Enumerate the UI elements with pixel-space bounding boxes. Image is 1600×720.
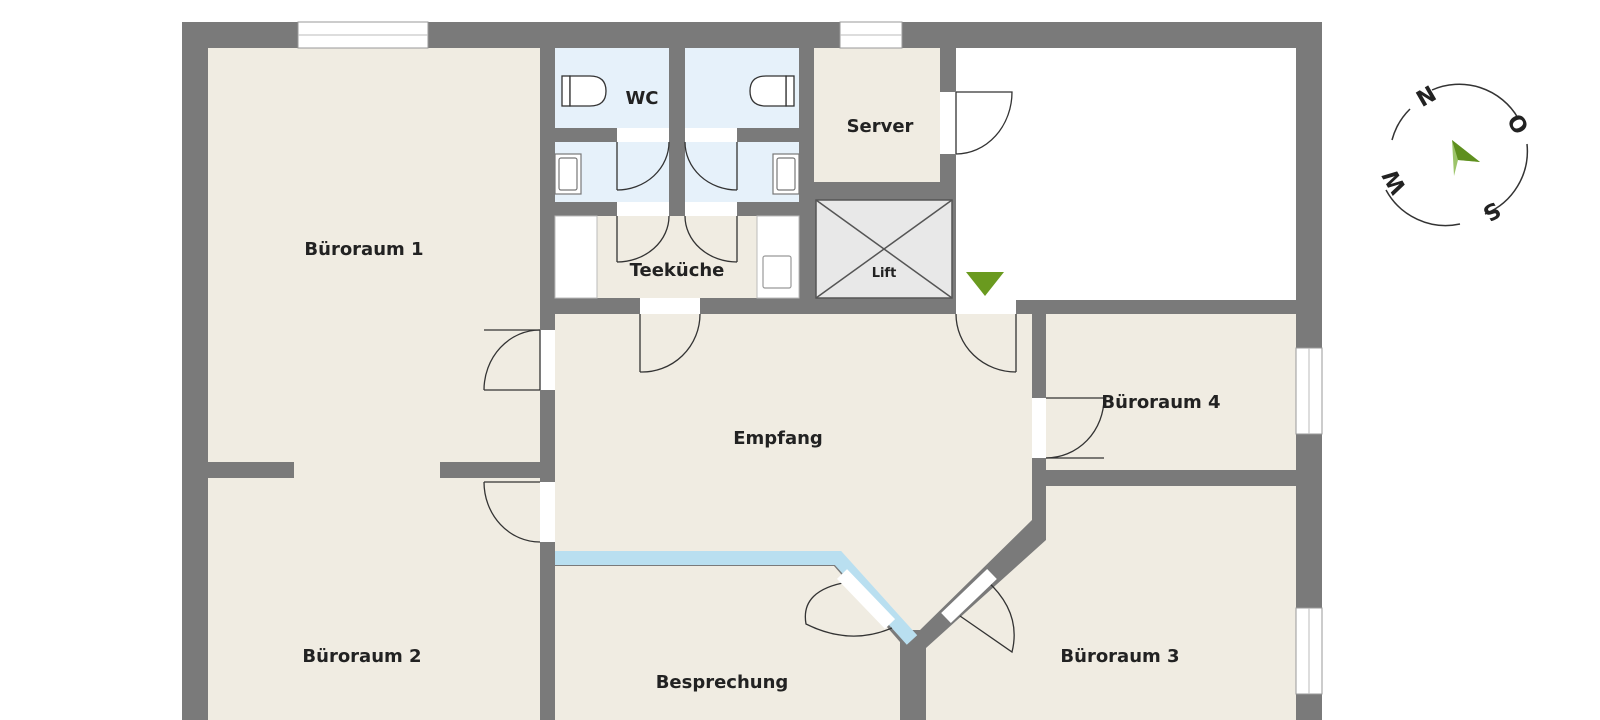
room-besprechung — [555, 566, 900, 720]
washbasin-icon — [554, 153, 582, 195]
entrance-marker-icon — [966, 272, 1004, 296]
room-bueroraum-3 — [926, 486, 1296, 720]
bueroraum-1-alcove — [294, 460, 440, 506]
label-wc: WC — [625, 88, 658, 109]
label-empfang: Empfang — [733, 428, 823, 449]
toilet-icon — [749, 75, 795, 107]
label-bueroraum-3: Büroraum 3 — [1060, 646, 1179, 667]
room-server — [814, 48, 940, 182]
compass: N O S W — [1378, 82, 1532, 227]
label-teekueche: Teeküche — [630, 260, 725, 281]
washbasin-icon — [772, 153, 800, 195]
counter-left — [554, 215, 598, 299]
label-bueroraum-1: Büroraum 1 — [304, 239, 423, 260]
label-besprechung: Besprechung — [656, 672, 789, 693]
label-bueroraum-2: Büroraum 2 — [302, 646, 421, 667]
lift-cross-2 — [815, 199, 953, 299]
door-swings — [483, 91, 1105, 654]
compass-s: S — [1478, 196, 1504, 226]
open-area — [956, 48, 1296, 300]
door-openings — [540, 92, 1046, 542]
compass-w: W — [1378, 164, 1412, 198]
door-leaf-bueroraum-3 — [941, 568, 997, 624]
compass-ring — [1385, 83, 1529, 227]
toilet-icon — [561, 75, 607, 107]
label-lift: Lift — [872, 266, 897, 281]
compass-n: N — [1413, 82, 1441, 113]
room-bueroraum-1 — [208, 48, 540, 462]
room-bueroraum-2 — [208, 478, 540, 720]
sink-icon — [762, 255, 792, 289]
compass-needle-shade — [1452, 140, 1480, 162]
label-server: Server — [847, 116, 914, 137]
compass-o: O — [1501, 110, 1532, 139]
door-leaf-besprechung — [836, 569, 896, 629]
room-bueroraum-4 — [1046, 314, 1296, 470]
label-bueroraum-4: Büroraum 4 — [1101, 392, 1220, 413]
